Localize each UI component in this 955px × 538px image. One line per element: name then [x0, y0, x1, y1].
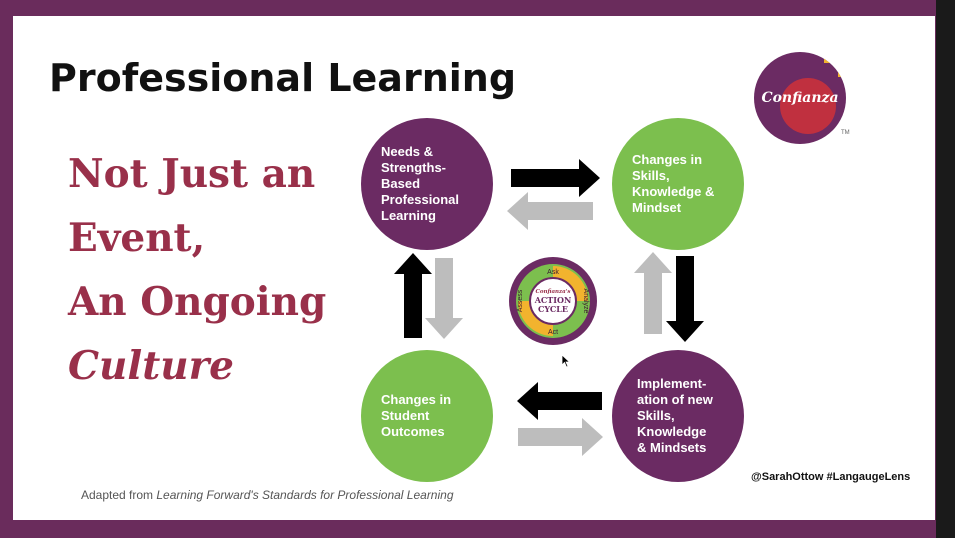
arrow-needs-to-student [425, 258, 463, 339]
slide-title: Professional Learning [49, 56, 517, 100]
logo-corner-mark [824, 58, 843, 77]
tagline-line-2: Event, [68, 215, 206, 261]
arrow-needs-to-skills [511, 159, 600, 197]
footer-source: Learning Forward's Standards for Profess… [156, 488, 454, 502]
arrow-student-to-needs [394, 253, 432, 338]
cycle-center [529, 277, 577, 325]
arrow-implementation-to-skills [634, 252, 672, 334]
logo-wordmark: Confianza [761, 90, 839, 106]
cycle-arrow-segment-bottom-left [518, 301, 553, 336]
footer-prefix: Adapted from [81, 488, 157, 502]
node-implementation: Implement-ation of new Skills, Knowledge… [612, 350, 744, 482]
node-student-outcomes-label: Changes in Student Outcomes [381, 392, 452, 439]
cycle-arrow-segment-top-right [553, 266, 588, 301]
arrow-student-to-implementation [518, 418, 603, 456]
cycle-label-assess: Assess [517, 289, 524, 312]
node-student-outcomes: Changes in Student Outcomes [361, 350, 493, 482]
cycle-title-line-1: ACTION [534, 295, 572, 305]
window-edge [936, 0, 955, 538]
footer-attribution: Adapted from Learning Forward's Standard… [81, 488, 454, 502]
node-implementation-label: Implement-ation of new Skills, Knowledge… [637, 376, 713, 455]
logo-inner-circle [780, 78, 836, 134]
cycle-label-act: Act [548, 329, 558, 336]
trademark-mark: TM [841, 130, 850, 136]
cycle-title-line-2: CYCLE [538, 304, 568, 314]
node-changes-skills-label: Changes in Skills, Knowledge & Mindset [632, 152, 715, 215]
arrow-implementation-to-student [517, 382, 602, 420]
tagline-line-3: An Ongoing [68, 279, 327, 325]
presentation-slide: Professional Learning Not Just an Event,… [13, 16, 935, 520]
arrow-skills-to-implementation [666, 256, 704, 342]
node-changes-skills: Changes in Skills, Knowledge & Mindset [612, 118, 744, 250]
confianza-logo: Confianza [754, 52, 846, 144]
cycle-arrows [394, 159, 704, 456]
tagline-line-1: Not Just an [68, 151, 316, 197]
tagline: Not Just an Event, An Ongoing Culture [68, 142, 358, 398]
hashtag-credit: @SarahOttow #LangaugeLens [751, 471, 911, 483]
cycle-label-analyze: Analyze [582, 289, 589, 314]
tagline-line-4: Culture [68, 343, 234, 389]
action-cycle-badge: Ask Act Analyze Assess Confianza's ACTIO… [509, 257, 597, 345]
mouse-cursor-icon [561, 354, 571, 368]
cycle-brand: Confianza's [535, 289, 570, 295]
cycle-label-ask: Ask [547, 269, 559, 276]
arrow-skills-to-needs [507, 192, 593, 230]
node-needs-strengths-learning: Needs & Strengths-Based Professional Lea… [361, 118, 493, 250]
node-needs-label: Needs & Strengths-Based Professional Lea… [381, 144, 460, 223]
